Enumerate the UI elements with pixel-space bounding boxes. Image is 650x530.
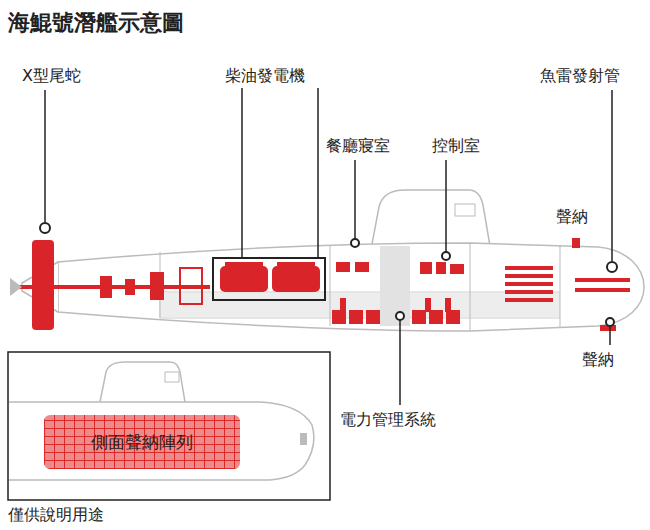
caption-note: 僅供說明用途 — [8, 505, 104, 524]
diagram-title: 海鯤號潛艦示意圖 — [8, 10, 184, 36]
part-label: 柴油發電機 — [225, 66, 305, 85]
part-label: 魚雷發射管 — [540, 66, 620, 85]
part-label: 餐廳寢室 — [326, 136, 390, 155]
part-label: 控制室 — [432, 136, 480, 155]
part-label: 電力管理系統 — [340, 410, 436, 429]
part-label: 聲納 — [582, 350, 614, 369]
node-text: 側面聲納陣列 — [87, 431, 197, 454]
sonar-array-band: 側面聲納陣列 — [44, 415, 240, 469]
part-label: X型尾蛇 — [22, 66, 81, 85]
part-label: 聲納 — [556, 207, 588, 226]
